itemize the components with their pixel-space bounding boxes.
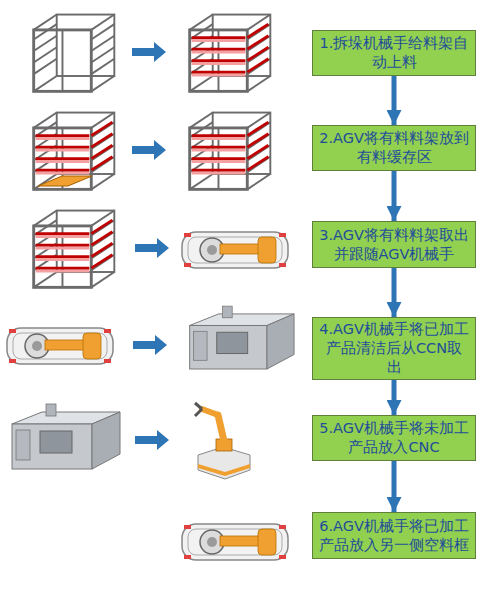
cnc-machine: [12, 404, 120, 469]
flow-arrow: [392, 268, 397, 317]
flow-arrow: [392, 76, 397, 125]
step-text: 2.AGV将有料料架放到有料缓存区: [319, 129, 469, 167]
process-box: 4.AGV机械手将已加工产品清洁后从CCN取出: [312, 317, 476, 380]
flow-arrow: [392, 380, 397, 415]
step-text: 4.AGV机械手将已加工产品清洁后从CCN取出: [319, 320, 469, 377]
agv-robot-top: [182, 232, 288, 268]
agv-robot-top: [182, 524, 288, 560]
process-box: 1.拆垛机械手给料架自动上料: [312, 30, 476, 76]
process-box: 3.AGV将有料料架取出并跟随AGV机械手: [312, 221, 476, 268]
flow-arrow: [132, 140, 166, 160]
loaded-rack: [34, 113, 115, 190]
flow-arrow: [135, 430, 169, 450]
agv-robot: [195, 403, 250, 479]
process-box: 5.AGV机械手将未加工产品放入CNC: [312, 415, 476, 461]
loaded-rack: [34, 211, 115, 288]
step-text: 5.AGV机械手将未加工产品放入CNC: [319, 419, 469, 457]
step-text: 6.AGV机械手将已加工产品放入另一侧空料框: [319, 517, 469, 555]
flow-arrow: [135, 238, 169, 258]
step-text: 1.拆垛机械手给料架自动上料: [319, 34, 469, 72]
loaded-rack: [190, 15, 271, 92]
step-text: 3.AGV将有料料架取出并跟随AGV机械手: [319, 226, 469, 264]
cnc-machine: [190, 306, 294, 369]
flow-arrow: [133, 335, 167, 355]
flow-arrow: [132, 42, 166, 62]
agv-cart: [38, 176, 92, 186]
process-box: 2.AGV将有料料架放到有料缓存区: [312, 125, 476, 171]
empty-rack: [34, 15, 115, 92]
process-box: 6.AGV机械手将已加工产品放入另一侧空料框: [312, 512, 476, 559]
flow-arrow: [392, 461, 397, 512]
loaded-rack: [190, 113, 271, 190]
flow-arrow: [392, 171, 397, 221]
agv-robot-top: [7, 328, 113, 364]
